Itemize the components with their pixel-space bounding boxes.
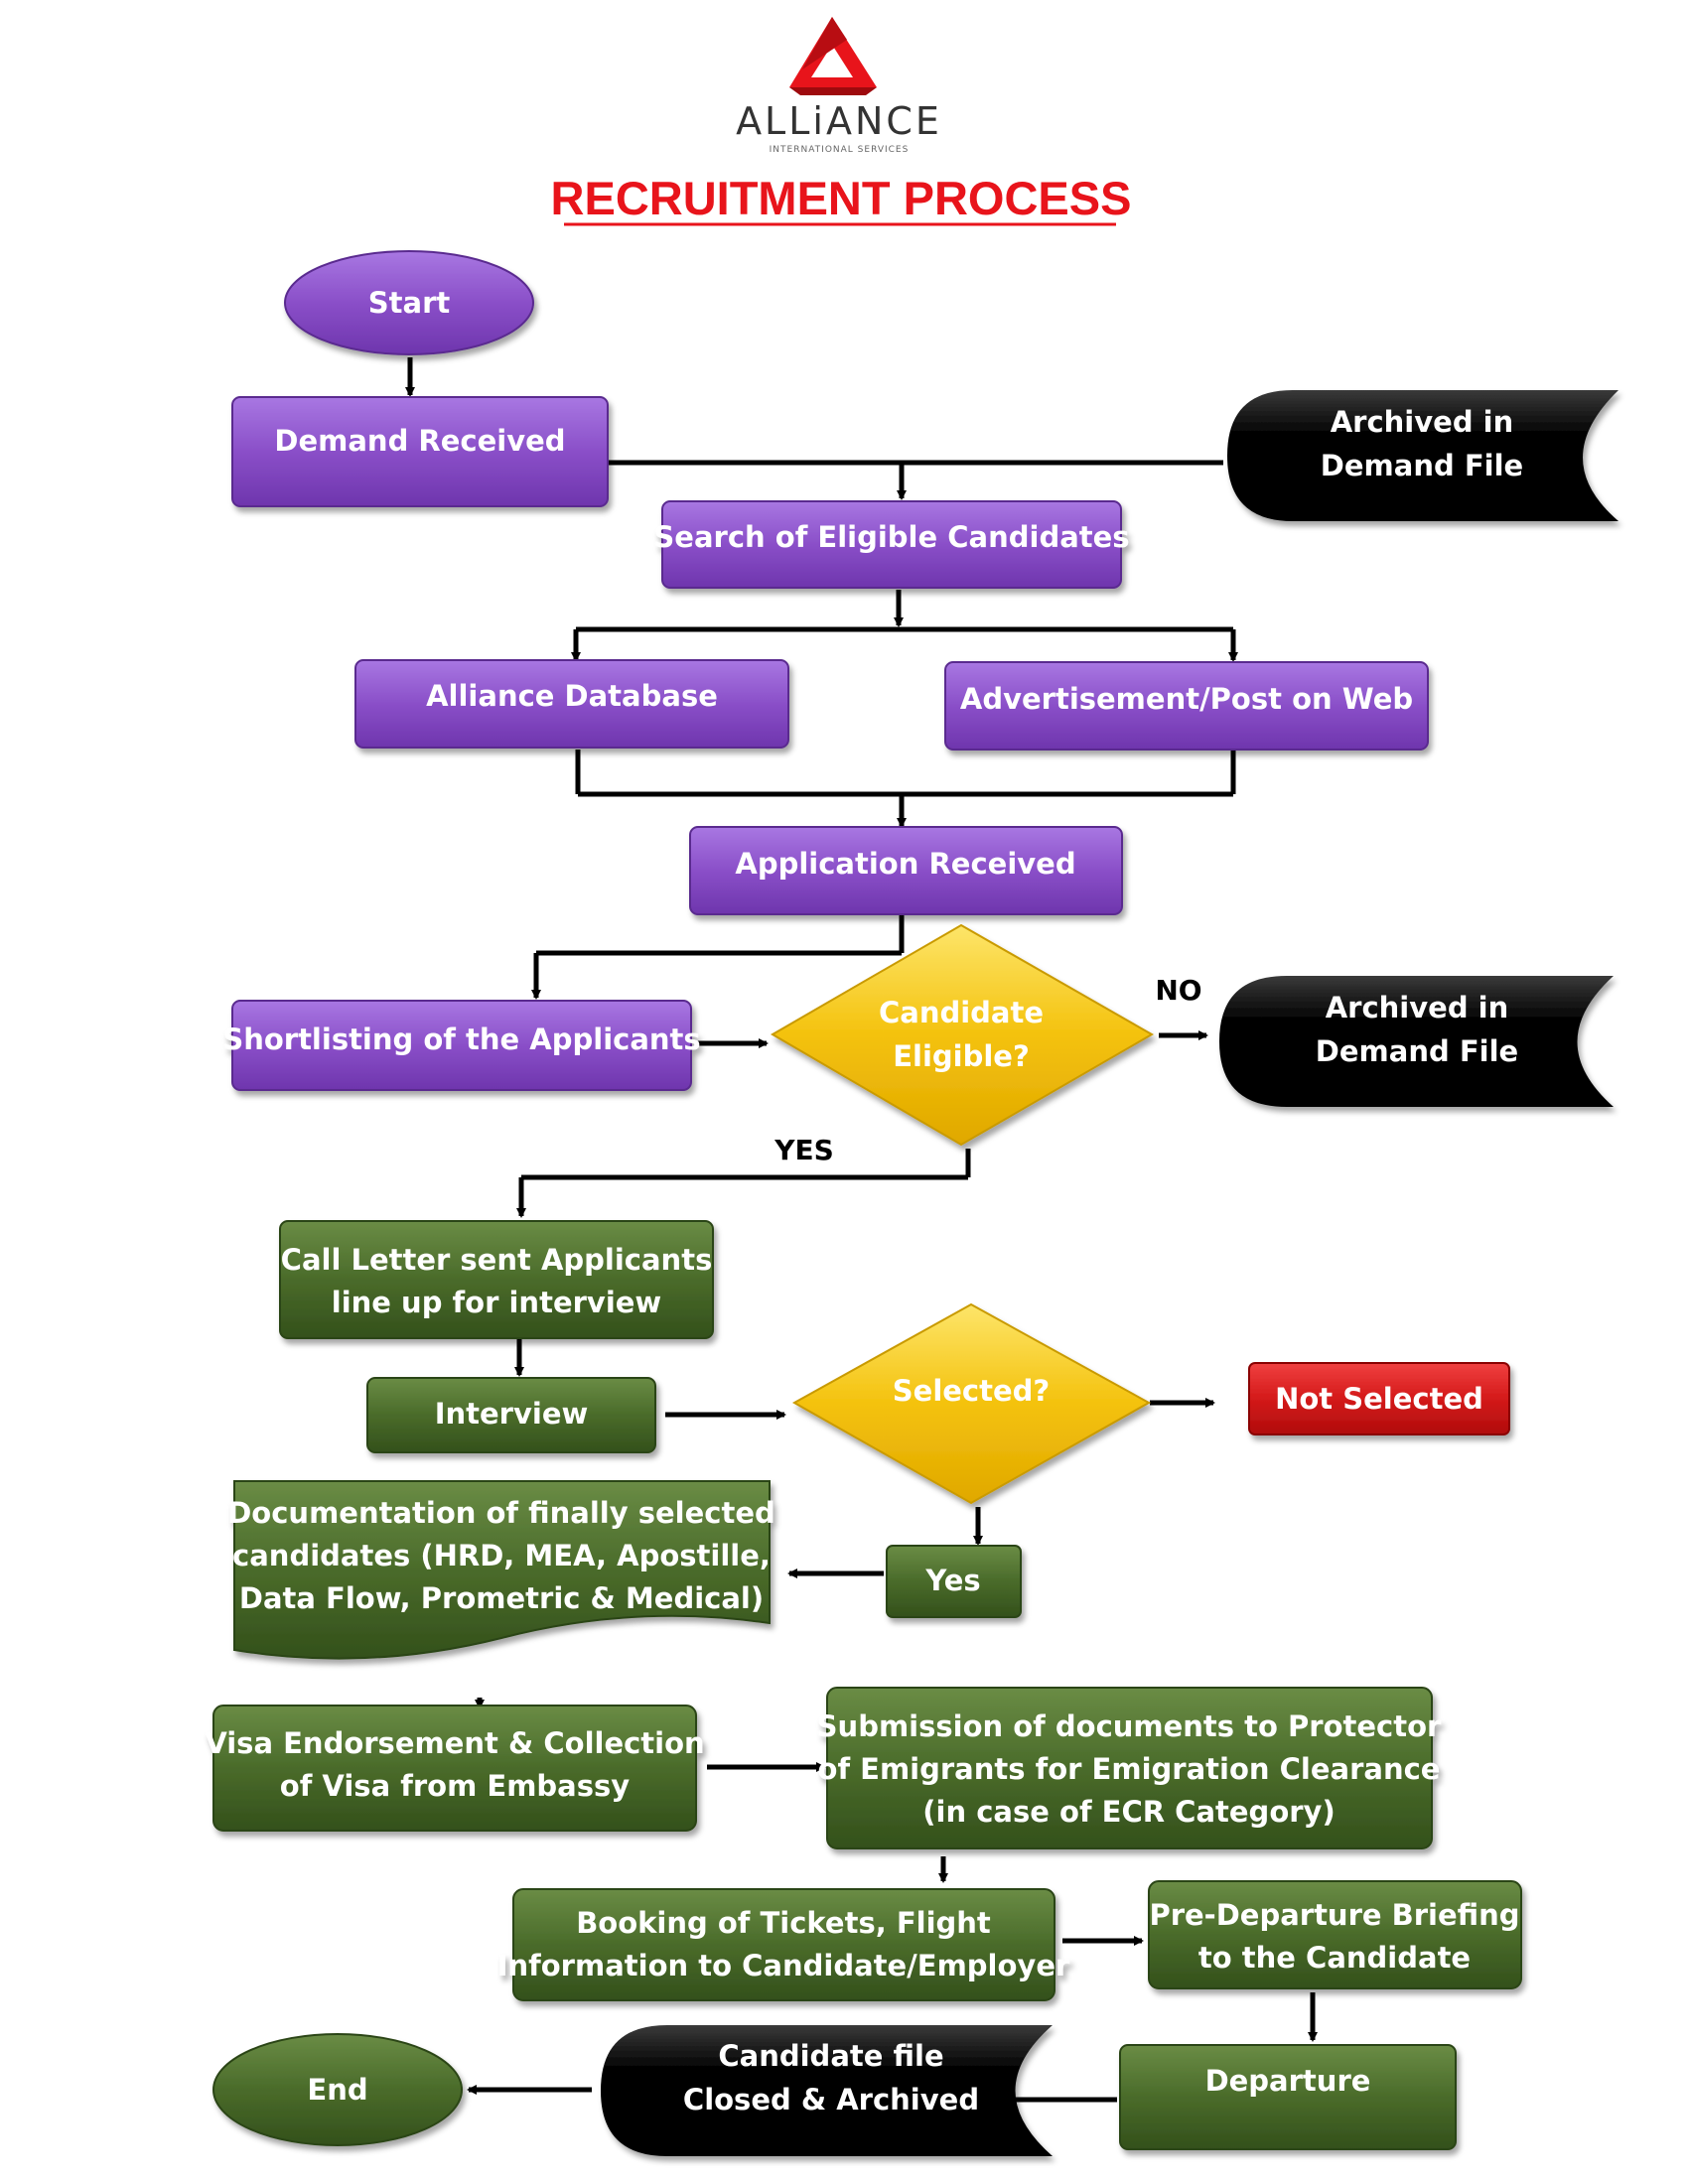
alliance-logo: ALLiANCE INTERNATIONAL SERVICES — [736, 17, 942, 155]
connectors — [405, 357, 1318, 2105]
documentation-label-line3: Data Flow, Prometric & Medical) — [239, 1581, 764, 1615]
departure-node: Departure — [1119, 2044, 1457, 2150]
archived-2-label-line2: Demand File — [1316, 1034, 1518, 1068]
submission-label-line2: of Emigrants for Emigration Clearance — [818, 1752, 1441, 1786]
archived-label-line1: Archived in — [1331, 405, 1514, 439]
search-candidates-label: Search of Eligible Candidates — [653, 520, 1129, 554]
visa-label-line2: of Visa from Embassy — [280, 1769, 630, 1803]
alliance-database-node: Alliance Database — [354, 659, 789, 749]
end-label: End — [307, 2073, 367, 2107]
selected-label: Selected? — [893, 1374, 1050, 1408]
advertisement-node: Advertisement/Post on Web — [944, 661, 1429, 751]
documentation-node: Documentation of finally selected candid… — [227, 1480, 775, 1660]
call-letter-node: Call Letter sent Applicants line up for … — [279, 1220, 714, 1339]
interview-label: Interview — [435, 1397, 589, 1431]
yes-box-label: Yes — [924, 1564, 980, 1597]
not-selected-node: Not Selected — [1248, 1362, 1510, 1435]
documentation-label-line2: candidates (HRD, MEA, Apostille, — [232, 1539, 771, 1572]
briefing-label-line2: to the Candidate — [1198, 1941, 1471, 1975]
demand-received-node: Demand Received — [231, 396, 609, 507]
closed-label-line1: Candidate file — [718, 2039, 943, 2073]
closed-label-line2: Closed & Archived — [683, 2083, 979, 2116]
shortlisting-node: Shortlisting of the Applicants — [222, 1000, 701, 1091]
start-label: Start — [368, 286, 451, 320]
briefing-label-line1: Pre-Departure Briefing — [1149, 1898, 1519, 1932]
booking-node: Booking of Tickets, Flight Information t… — [497, 1888, 1070, 2001]
not-selected-label: Not Selected — [1275, 1382, 1483, 1416]
documentation-label-line1: Documentation of finally selected — [227, 1496, 775, 1530]
shortlisting-label: Shortlisting of the Applicants — [222, 1023, 700, 1056]
alliance-database-label: Alliance Database — [426, 679, 718, 713]
submission-node: Submission of documents to Protector of … — [817, 1687, 1442, 1849]
visa-label-line1: Visa Endorsement & Collection — [205, 1726, 704, 1760]
pre-departure-briefing-node: Pre-Departure Briefing to the Candidate — [1148, 1880, 1522, 1989]
page-title: RECRUITMENT PROCESS — [551, 172, 1132, 224]
selected-decision: Selected? — [791, 1302, 1152, 1505]
end-node: End — [212, 2033, 463, 2146]
no-edge-label: NO — [1155, 974, 1201, 1007]
call-letter-label-line1: Call Letter sent Applicants — [281, 1243, 713, 1277]
logo-tagline: INTERNATIONAL SERVICES — [770, 145, 910, 155]
demand-received-label: Demand Received — [274, 424, 565, 458]
archived-label-line2: Demand File — [1321, 449, 1523, 482]
archived-demand-file-node-1: Archived in Demand File — [1227, 390, 1618, 521]
visa-node: Visa Endorsement & Collection of Visa fr… — [205, 1705, 705, 1832]
eligible-label-line2: Eligible? — [893, 1039, 1030, 1073]
candidate-file-closed-node: Candidate file Closed & Archived — [601, 2025, 1053, 2156]
advertisement-label: Advertisement/Post on Web — [960, 682, 1413, 716]
application-received-label: Application Received — [735, 847, 1075, 881]
start-node: Start — [284, 250, 534, 355]
departure-label: Departure — [1205, 2064, 1371, 2098]
logo-wordmark: ALLiANCE — [736, 99, 942, 143]
archived-2-label-line1: Archived in — [1326, 991, 1509, 1024]
booking-label-line1: Booking of Tickets, Flight — [576, 1906, 991, 1940]
triangle-logo-icon — [789, 17, 877, 95]
booking-label-line2: Information to Candidate/Employer — [497, 1949, 1070, 1982]
eligible-label-line1: Candidate — [879, 996, 1044, 1029]
submission-label-line1: Submission of documents to Protector — [817, 1709, 1442, 1743]
interview-node: Interview — [366, 1377, 656, 1453]
candidate-eligible-decision: Candidate Eligible? — [771, 923, 1155, 1147]
yes-node: Yes — [886, 1545, 1022, 1618]
call-letter-label-line2: line up for interview — [332, 1286, 661, 1319]
archived-demand-file-node-2: Archived in Demand File — [1219, 976, 1614, 1107]
submission-label-line3: (in case of ECR Category) — [922, 1795, 1335, 1829]
application-received-node: Application Received — [689, 826, 1123, 915]
yes-edge-label: YES — [774, 1134, 834, 1166]
search-candidates-node: Search of Eligible Candidates — [653, 500, 1130, 589]
